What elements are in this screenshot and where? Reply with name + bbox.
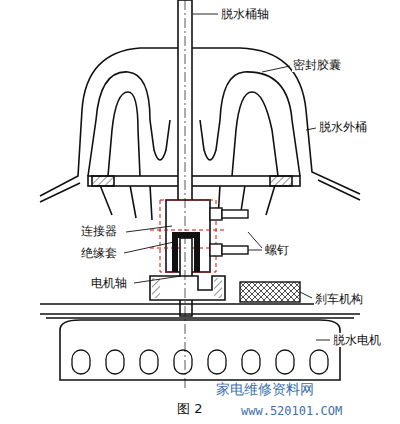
cooling-rib xyxy=(174,350,192,374)
part-label: 电机轴 xyxy=(90,276,128,290)
part-label: 刹车机构 xyxy=(314,292,364,306)
watermark: 家电维修资料网 xyxy=(215,382,315,396)
cooling-rib xyxy=(72,350,90,374)
part-label: 脱水电机 xyxy=(332,333,382,347)
part-label: 脱水外桶 xyxy=(318,120,368,134)
cooling-rib xyxy=(276,350,294,374)
cooling-rib xyxy=(310,350,328,374)
part-label: 脱水桶轴 xyxy=(220,7,270,21)
cooling-rib xyxy=(242,350,260,374)
part-label: 绝缘套 xyxy=(80,246,118,260)
figure-caption: 图 2 xyxy=(176,402,203,416)
cooling-rib xyxy=(140,350,158,374)
part-label: 连接器 xyxy=(80,224,118,238)
part-label: 密封胶囊 xyxy=(292,58,342,72)
part-label: 螺钉 xyxy=(264,243,290,257)
watermark: www.520101.COM xyxy=(240,404,343,418)
cooling-rib xyxy=(208,350,226,374)
cooling-rib xyxy=(106,350,124,374)
